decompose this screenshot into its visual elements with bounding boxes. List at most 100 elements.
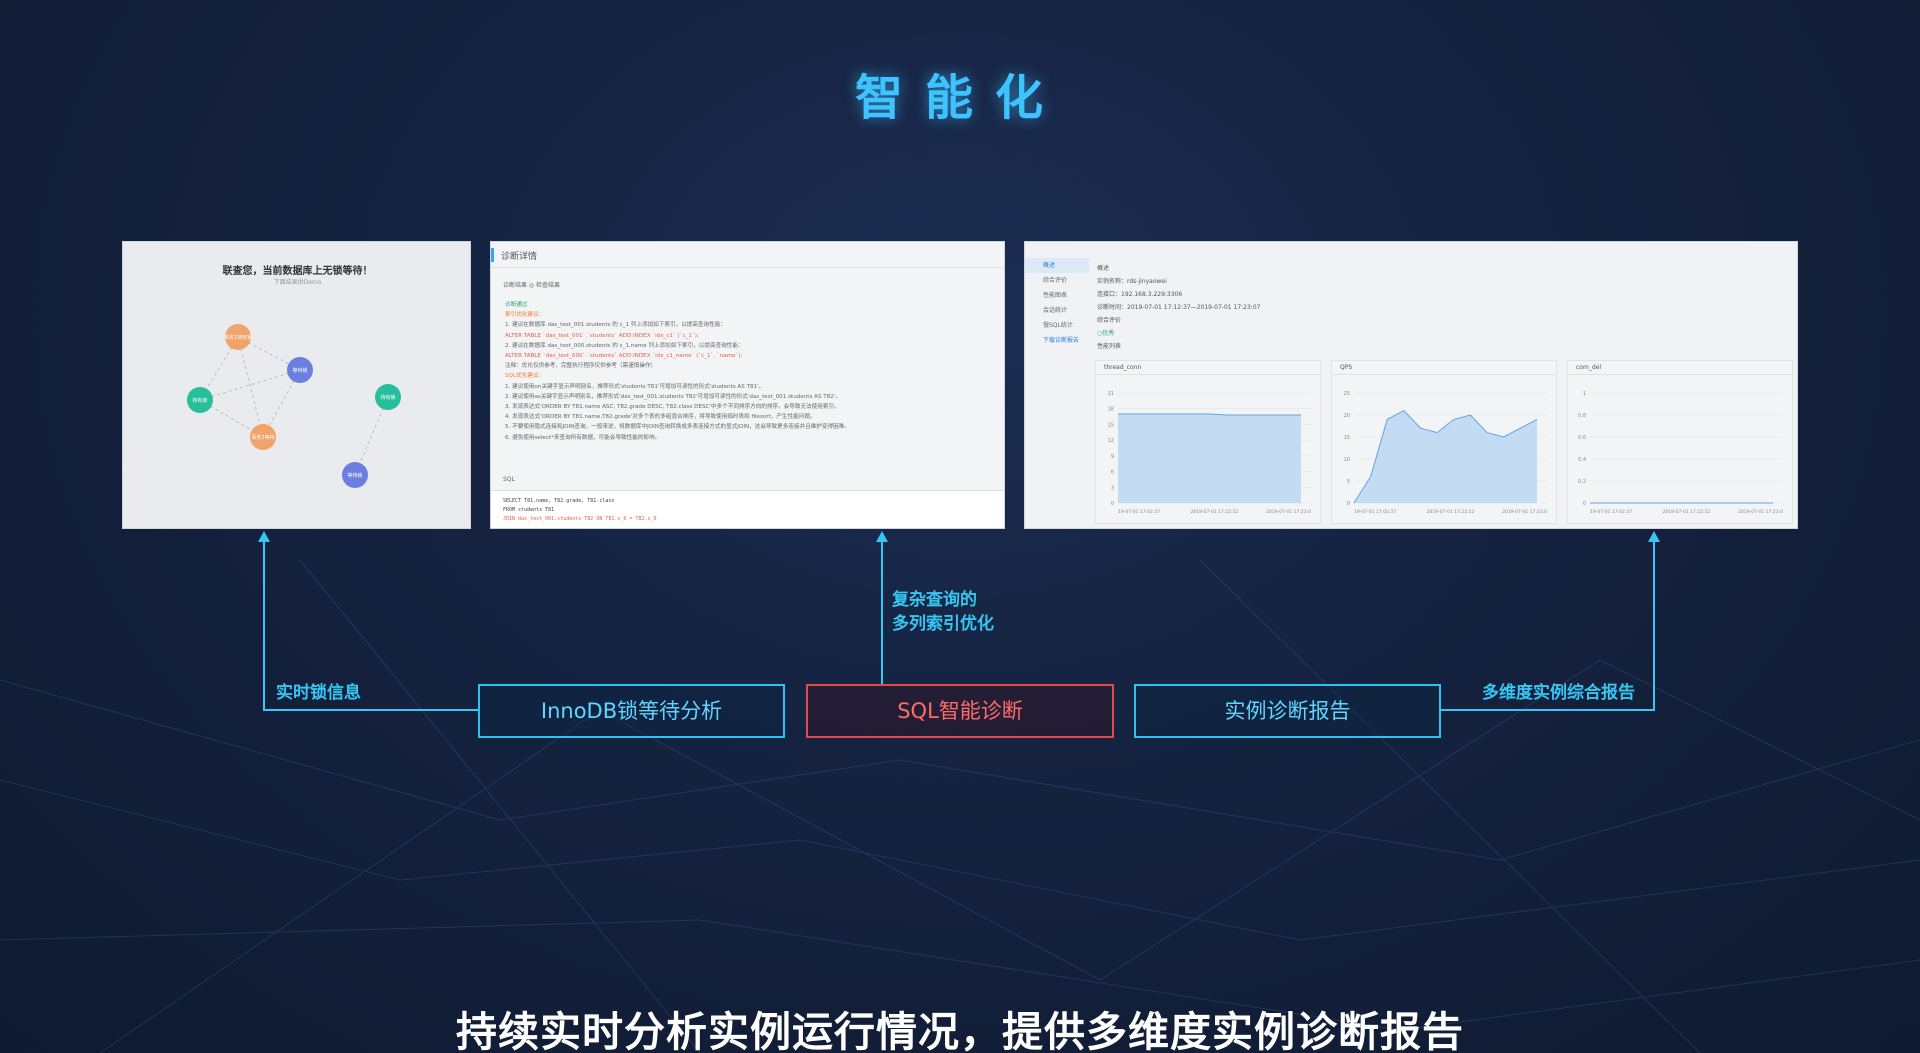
- x-tick-label: 2019-07-01 17:22:52: [1191, 509, 1239, 515]
- series-line: [1118, 413, 1301, 416]
- metric-chart-title: com_del: [1568, 361, 1792, 375]
- x-tick-label: 2019-07-01 17:22:52: [1427, 509, 1475, 515]
- series-area: [1118, 413, 1301, 503]
- report-nav-slow-sql[interactable]: 慢SQL统计: [1043, 322, 1073, 329]
- x-tick-label: 2019-07-01 17:23:0: [1502, 509, 1547, 515]
- lock-node-label: 持有锁: [192, 397, 207, 404]
- lock-panel-subheading: 下面结果供Demo: [273, 279, 322, 286]
- lock-node-label: 持有锁: [380, 394, 395, 401]
- lock-node: 持有锁: [187, 387, 213, 413]
- y-tick-label: 0: [1347, 501, 1350, 507]
- series-area: [1354, 410, 1537, 503]
- lock-node: 持有锁: [375, 384, 401, 410]
- instance-name: 实例名称：rds-jinyaowei: [1097, 278, 1167, 285]
- sql-line: FROM students T81: [503, 507, 555, 513]
- y-tick-label: 0.6: [1578, 435, 1586, 441]
- y-tick-label: 18: [1108, 407, 1114, 413]
- lock-node: 等待锁: [287, 357, 313, 383]
- connector-lock-v: [263, 540, 265, 711]
- lock-node-label: 事务1持有锁: [224, 334, 252, 341]
- diagnosis-line: 1. 建议在数据库 das_test_001.students 的 c_1 列上…: [505, 322, 726, 329]
- instance-report-button[interactable]: 实例诊断报告: [1134, 684, 1441, 738]
- y-tick-label: 0.2: [1578, 479, 1586, 485]
- y-tick-label: 0: [1583, 501, 1586, 507]
- y-tick-label: 1: [1583, 391, 1586, 397]
- y-tick-label: 9: [1111, 454, 1114, 460]
- evaluation-value: ○优秀: [1097, 330, 1115, 337]
- y-tick-label: 21: [1108, 391, 1114, 397]
- y-tick-label: 20: [1344, 413, 1350, 419]
- report-note-label: 多维度实例综合报告: [1482, 683, 1635, 703]
- report-nav-evaluation[interactable]: 综合评价: [1043, 277, 1068, 284]
- lock-panel-heading: 联查您，当前数据库上无锁等待！: [222, 266, 373, 277]
- subtitle-caption: 持续实时分析实例运行情况，提供多维度实例诊断报告: [456, 1008, 1464, 1053]
- diagnosis-line: 1. 建议使用on关键字显示声明别名，推荐形式'students T81'可增加…: [505, 383, 765, 390]
- report-nav-charts[interactable]: 性能图表: [1043, 292, 1068, 299]
- diagnosis-header: 诊断详情: [491, 242, 1004, 268]
- sql-code-block: SELECT T81.name, T82.grade, T81.class FR…: [491, 490, 1004, 528]
- diagnosis-tabs: 诊断结果 ◎ 检查结果: [503, 282, 561, 289]
- lock-node: 等待锁: [342, 462, 368, 488]
- sql-line: JOIN das_test_001.students T82 ON T81.c_…: [503, 516, 657, 522]
- sql-note-line2: 多列索引优化: [892, 614, 994, 634]
- y-tick-label: 6: [1111, 470, 1114, 476]
- innodb-lock-analysis-button[interactable]: InnoDB锁等待分析: [478, 684, 785, 738]
- sql-label: SQL: [503, 476, 515, 483]
- diagnosis-body: 诊断通过索引优化建议：1. 建议在数据库 das_test_001.studen…: [505, 300, 995, 443]
- report-nav-overview[interactable]: 概述: [1025, 258, 1089, 273]
- diagnosis-line: 6. 避免使用select*来查询所有数据，可能会导致性能的影响。: [505, 434, 661, 441]
- lock-graph: 事务1持有锁 等待锁 持有锁 事务2等待 持有锁 等待锁: [187, 324, 401, 488]
- y-tick-label: 15: [1344, 435, 1350, 441]
- diagnosis-line: 2. 建议在数据库 das_test_000.students 的 c_1,na…: [505, 342, 744, 349]
- y-tick-label: 15: [1108, 422, 1114, 428]
- x-tick-label: 2019-07-01 17:23:0: [1266, 509, 1311, 515]
- report-overview: 概述 实例名称：rds-jinyaowei 连接口：192.168.3.229:…: [1097, 262, 1260, 353]
- report-nav-sessions[interactable]: 会话统计: [1043, 307, 1068, 314]
- diagnosis-line: 3. 发现表达式'ORDER BY T81.name ASC, T82.grad…: [505, 404, 840, 411]
- arrow-lock: [258, 531, 270, 542]
- x-tick-label: 2019-07-01 17:23:0: [1738, 509, 1783, 515]
- report-download-link[interactable]: 下载诊断报告: [1043, 337, 1080, 344]
- y-tick-label: 25: [1344, 391, 1350, 397]
- diagnosis-line: SQL优化建议：: [505, 373, 545, 380]
- lock-node-label: 等待锁: [347, 472, 362, 479]
- instance-report-screenshot: 概述 综合评价 性能图表 会话统计 慢SQL统计 下载诊断报告 概述 实例名称：…: [1024, 241, 1798, 529]
- lock-node: 事务2等待: [250, 424, 276, 450]
- page-title: 智能化: [854, 70, 1065, 126]
- arrow-report: [1648, 531, 1660, 542]
- overview-title: 概述: [1097, 265, 1110, 272]
- diagnosis-line: ALTER TABLE `das_test_000`.`students` AD…: [505, 353, 743, 360]
- y-tick-label: 3: [1111, 485, 1114, 491]
- diagnosis-line: 2. 建议使用as关键字显示声明别名，推荐形式'das_test_001.stu…: [505, 393, 841, 400]
- y-tick-label: 12: [1108, 438, 1114, 444]
- sql-diagnosis-button[interactable]: SQL智能诊断: [806, 684, 1114, 738]
- lock-node: 事务1持有锁: [224, 324, 252, 350]
- diagnosis-line: ALTER TABLE `das_test_001`.`students` AD…: [505, 332, 699, 339]
- x-tick-label: 19-07-01 17:02:37: [1590, 509, 1632, 515]
- instance-port: 连接口：192.168.3.229:3306: [1097, 291, 1183, 298]
- y-tick-label: 5: [1347, 479, 1350, 485]
- metric-chart-title: thread_conn: [1096, 361, 1320, 375]
- lock-node-label: 等待锁: [292, 367, 307, 374]
- y-tick-label: 0: [1111, 501, 1114, 507]
- perf-title: 性能列表: [1097, 343, 1122, 350]
- metric-chart-title: QPS: [1332, 361, 1556, 375]
- diagnosis-line: 4. 发现表达式'ORDER BY T81.name,T82.grade'对多个…: [505, 414, 816, 421]
- y-tick-label: 0.4: [1578, 457, 1586, 463]
- sql-note-line1: 复杂查询的: [892, 590, 977, 610]
- x-tick-label: 19-07-01 17:02:37: [1354, 509, 1396, 515]
- sql-line: SELECT T81.name, T82.grade, T81.class: [503, 498, 615, 504]
- lock-graph-screenshot: 联查您，当前数据库上无锁等待！ 下面结果供Demo 事务1持有锁 等待锁 持有锁…: [122, 241, 471, 529]
- x-tick-label: 2019-07-01 17:22:52: [1663, 509, 1711, 515]
- diagnosis-time: 诊断时间：2019-07-01 17:12:37—2019-07-01 17:2…: [1097, 304, 1261, 311]
- connector-report-h: [1440, 709, 1655, 711]
- diagnosis-line: 注释：优化仅供参考，完整执行程序仅供参考（需谨慎操作）: [505, 363, 657, 370]
- diagnosis-line: 诊断通过: [505, 302, 528, 308]
- connector-lock-h: [263, 709, 478, 711]
- circuit-background: [0, 560, 1920, 1053]
